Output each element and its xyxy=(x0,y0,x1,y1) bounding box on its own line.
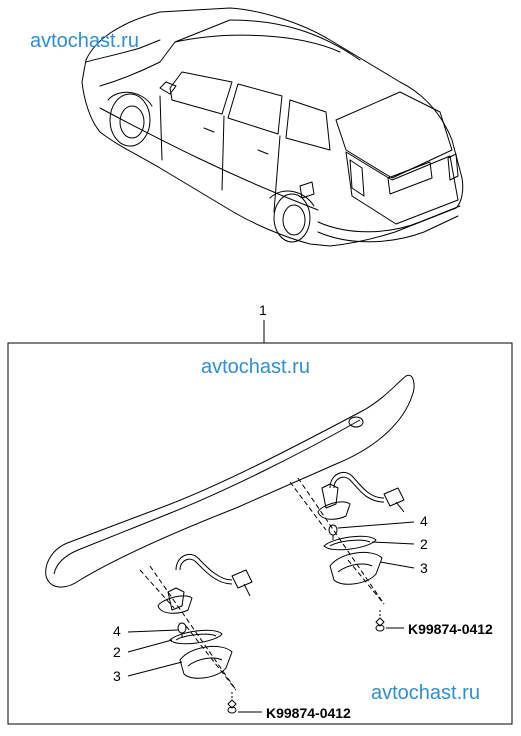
left-lamp-assembly xyxy=(157,554,253,679)
callout-right-gasket: 2 xyxy=(420,536,428,552)
callout-left-bulb: 4 xyxy=(113,623,121,639)
part-number-left-screw: K99874-0412 xyxy=(266,705,351,721)
assembly-frame xyxy=(7,342,513,725)
watermark-middle: avtochast.ru xyxy=(201,356,310,378)
watermark-bottom: avtochast.ru xyxy=(371,682,480,704)
garnish-strip xyxy=(45,374,415,588)
callout-assembly-1: 1 xyxy=(259,302,267,318)
part-number-right-screw: K99874-0412 xyxy=(408,621,493,637)
callout-right-lens: 3 xyxy=(420,560,428,576)
car-illustration xyxy=(81,7,464,247)
watermark-top: avtochast.ru xyxy=(30,30,139,52)
screw-left xyxy=(227,692,237,714)
callout-left-gasket: 2 xyxy=(113,644,121,660)
callout-right-bulb: 4 xyxy=(420,513,428,529)
callout-left-lens: 3 xyxy=(113,668,121,684)
right-lamp-assembly xyxy=(317,472,405,585)
callout-leaders xyxy=(127,521,415,713)
screw-right xyxy=(375,610,385,632)
